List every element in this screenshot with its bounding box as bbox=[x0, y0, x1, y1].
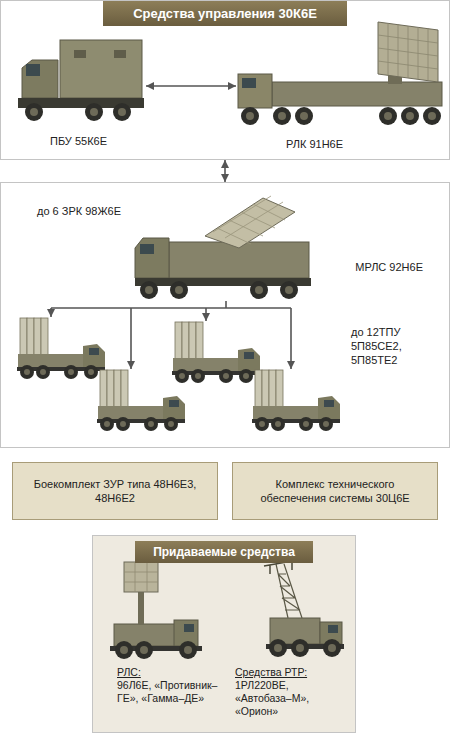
connector-segment bbox=[224, 160, 226, 182]
group-label: до 12ТПУ 5П85СЕ2, 5П85ТЕ2 bbox=[351, 326, 435, 367]
launcher-vehicle bbox=[97, 370, 185, 431]
connector-arrow bbox=[51, 301, 291, 369]
command-post-truck bbox=[18, 40, 144, 121]
multi-function-radar-truck bbox=[135, 196, 311, 299]
attached-asset: Средства РТР:1РЛ220ВЕ, «Автобаза–М», «Ор… bbox=[231, 564, 354, 729]
connector-segment bbox=[51, 307, 291, 309]
panel-heading: Придаваемые средства bbox=[135, 541, 313, 563]
attached-asset: РЛС:96Л6Е, «Противник–ГЕ», «Гамма–ДЕ» bbox=[101, 564, 229, 729]
connector-arrow bbox=[225, 160, 226, 182]
connector-arrow bbox=[146, 86, 236, 87]
launcher-group: до 12ТПУ 5П85СЕ2, 5П85ТЕ2 bbox=[11, 306, 441, 441]
asset-heading: Средства РТР: bbox=[235, 666, 354, 679]
connector-segment bbox=[50, 308, 52, 317]
asset-list: 96Л6Е, «Противник–ГЕ», «Гамма–ДЕ» bbox=[117, 679, 221, 705]
electronic-intelligence-truck bbox=[264, 560, 344, 657]
launcher-vehicle bbox=[17, 318, 105, 379]
radar-trailer bbox=[238, 22, 442, 125]
connector-segment bbox=[205, 308, 207, 321]
panel-heading: до 6 ЗРК 98Ж6Е bbox=[37, 205, 121, 217]
info-box: Боекомплект ЗУР типа 48Н6Е3, 48Н6Е2 bbox=[12, 462, 218, 520]
vehicle-node: МРЛС 92Н6Е bbox=[131, 201, 431, 301]
box-text: Боекомплект ЗУР типа 48Н6Е3, 48Н6Е2 bbox=[23, 477, 207, 506]
connector-segment bbox=[290, 308, 292, 369]
panel-heading: Средства управления 30К6Е bbox=[103, 1, 347, 26]
attached-panel: Придаваемые средстваРЛС:96Л6Е, «Противни… bbox=[92, 535, 356, 733]
info-box: Комплекс технического обеспечения систем… bbox=[232, 462, 438, 520]
launch-panel: до 6 ЗРК 98Ж6Е МРЛС 92Н6Е до 12ТПУ 5П85СЕ2… bbox=[0, 182, 450, 448]
connector-segment bbox=[146, 85, 236, 87]
connector-segment bbox=[130, 308, 132, 369]
asset-list: 1РЛ220ВЕ, «Автобаза–М», «Орион» bbox=[235, 679, 339, 718]
control-panel: Средства управления 30К6Е ПБУ 55К6Е РЛК 91… bbox=[0, 0, 450, 160]
asset-heading: РЛС: bbox=[117, 666, 229, 679]
radar-truck bbox=[110, 562, 202, 659]
vehicle-node: ПБУ 55К6Е bbox=[11, 31, 146, 151]
launcher-vehicle bbox=[252, 370, 340, 431]
launcher-vehicle bbox=[172, 322, 260, 383]
connector-segment bbox=[225, 301, 227, 308]
vehicle-label: РЛК 91Н6Е bbox=[286, 138, 343, 150]
vehicle-node: РЛК 91Н6Е bbox=[236, 29, 446, 152]
box-text: Комплекс технического обеспечения систем… bbox=[243, 477, 427, 506]
vehicle-label: МРЛС 92Н6Е bbox=[355, 261, 423, 273]
vehicle-label: ПБУ 55К6Е bbox=[50, 135, 107, 147]
